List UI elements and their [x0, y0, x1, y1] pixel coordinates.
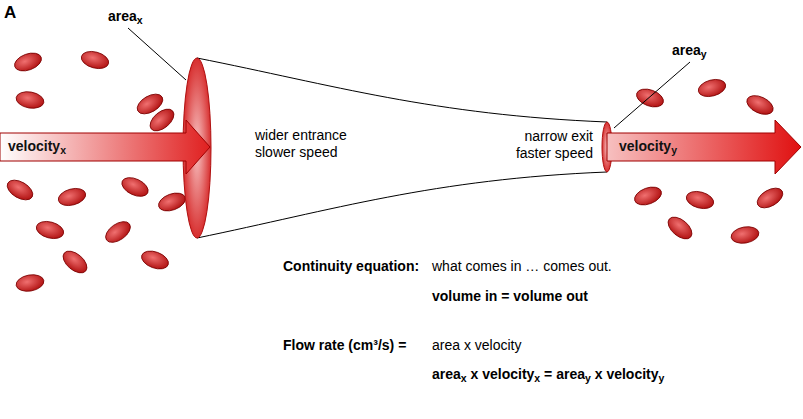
velocity-label: velocityy — [619, 138, 677, 155]
blood-cell — [102, 217, 134, 246]
region-note: narrow exit faster speed — [501, 128, 593, 162]
blood-cell — [146, 105, 178, 135]
blood-cell — [139, 248, 171, 273]
velocity-arrow: velocityy — [607, 118, 803, 176]
blood-cell — [754, 184, 786, 212]
blood-cell — [34, 219, 65, 242]
region-note: wider entrance slower speed — [255, 127, 360, 161]
blood-cell — [696, 77, 727, 100]
leader-line — [128, 28, 186, 80]
arrow-body — [607, 120, 801, 174]
blood-cell — [730, 225, 760, 246]
equation-heading: Flow rate (cm³/s) = — [283, 337, 406, 354]
blood-cell — [79, 49, 110, 72]
blood-cells — [4, 49, 786, 294]
blood-cell — [156, 190, 188, 215]
part-label: areax — [108, 8, 143, 25]
velocity-label: velocityx — [8, 138, 66, 155]
leader-line — [614, 62, 690, 128]
blood-cell — [4, 176, 36, 204]
velocity-arrow: velocityx — [0, 118, 212, 176]
equation-note: what comes in … comes out. — [432, 258, 612, 275]
blood-cell — [56, 186, 87, 209]
blood-cell — [684, 189, 715, 212]
blood-cell — [12, 50, 44, 75]
blood-cell — [744, 92, 776, 118]
blood-cell — [632, 184, 664, 209]
arrow-body — [0, 120, 210, 174]
funnel-vessel: wider entrance slower speed narrow exit f… — [183, 55, 613, 245]
equation-heading: Continuity equation: — [283, 258, 419, 275]
equation: areax x velocityx = areay x velocityy — [432, 366, 664, 383]
funnel-body — [197, 58, 607, 238]
blood-cell — [664, 213, 696, 243]
blood-cell — [59, 247, 91, 277]
equation: volume in = volume out — [432, 288, 588, 305]
panel-letter: A — [4, 3, 16, 23]
blood-cell — [15, 273, 45, 294]
part-label: areay — [672, 42, 707, 59]
blood-cell — [15, 90, 45, 111]
equation-note: area x velocity — [432, 337, 521, 354]
blood-cell — [119, 174, 151, 200]
entrance-opening — [183, 58, 211, 238]
